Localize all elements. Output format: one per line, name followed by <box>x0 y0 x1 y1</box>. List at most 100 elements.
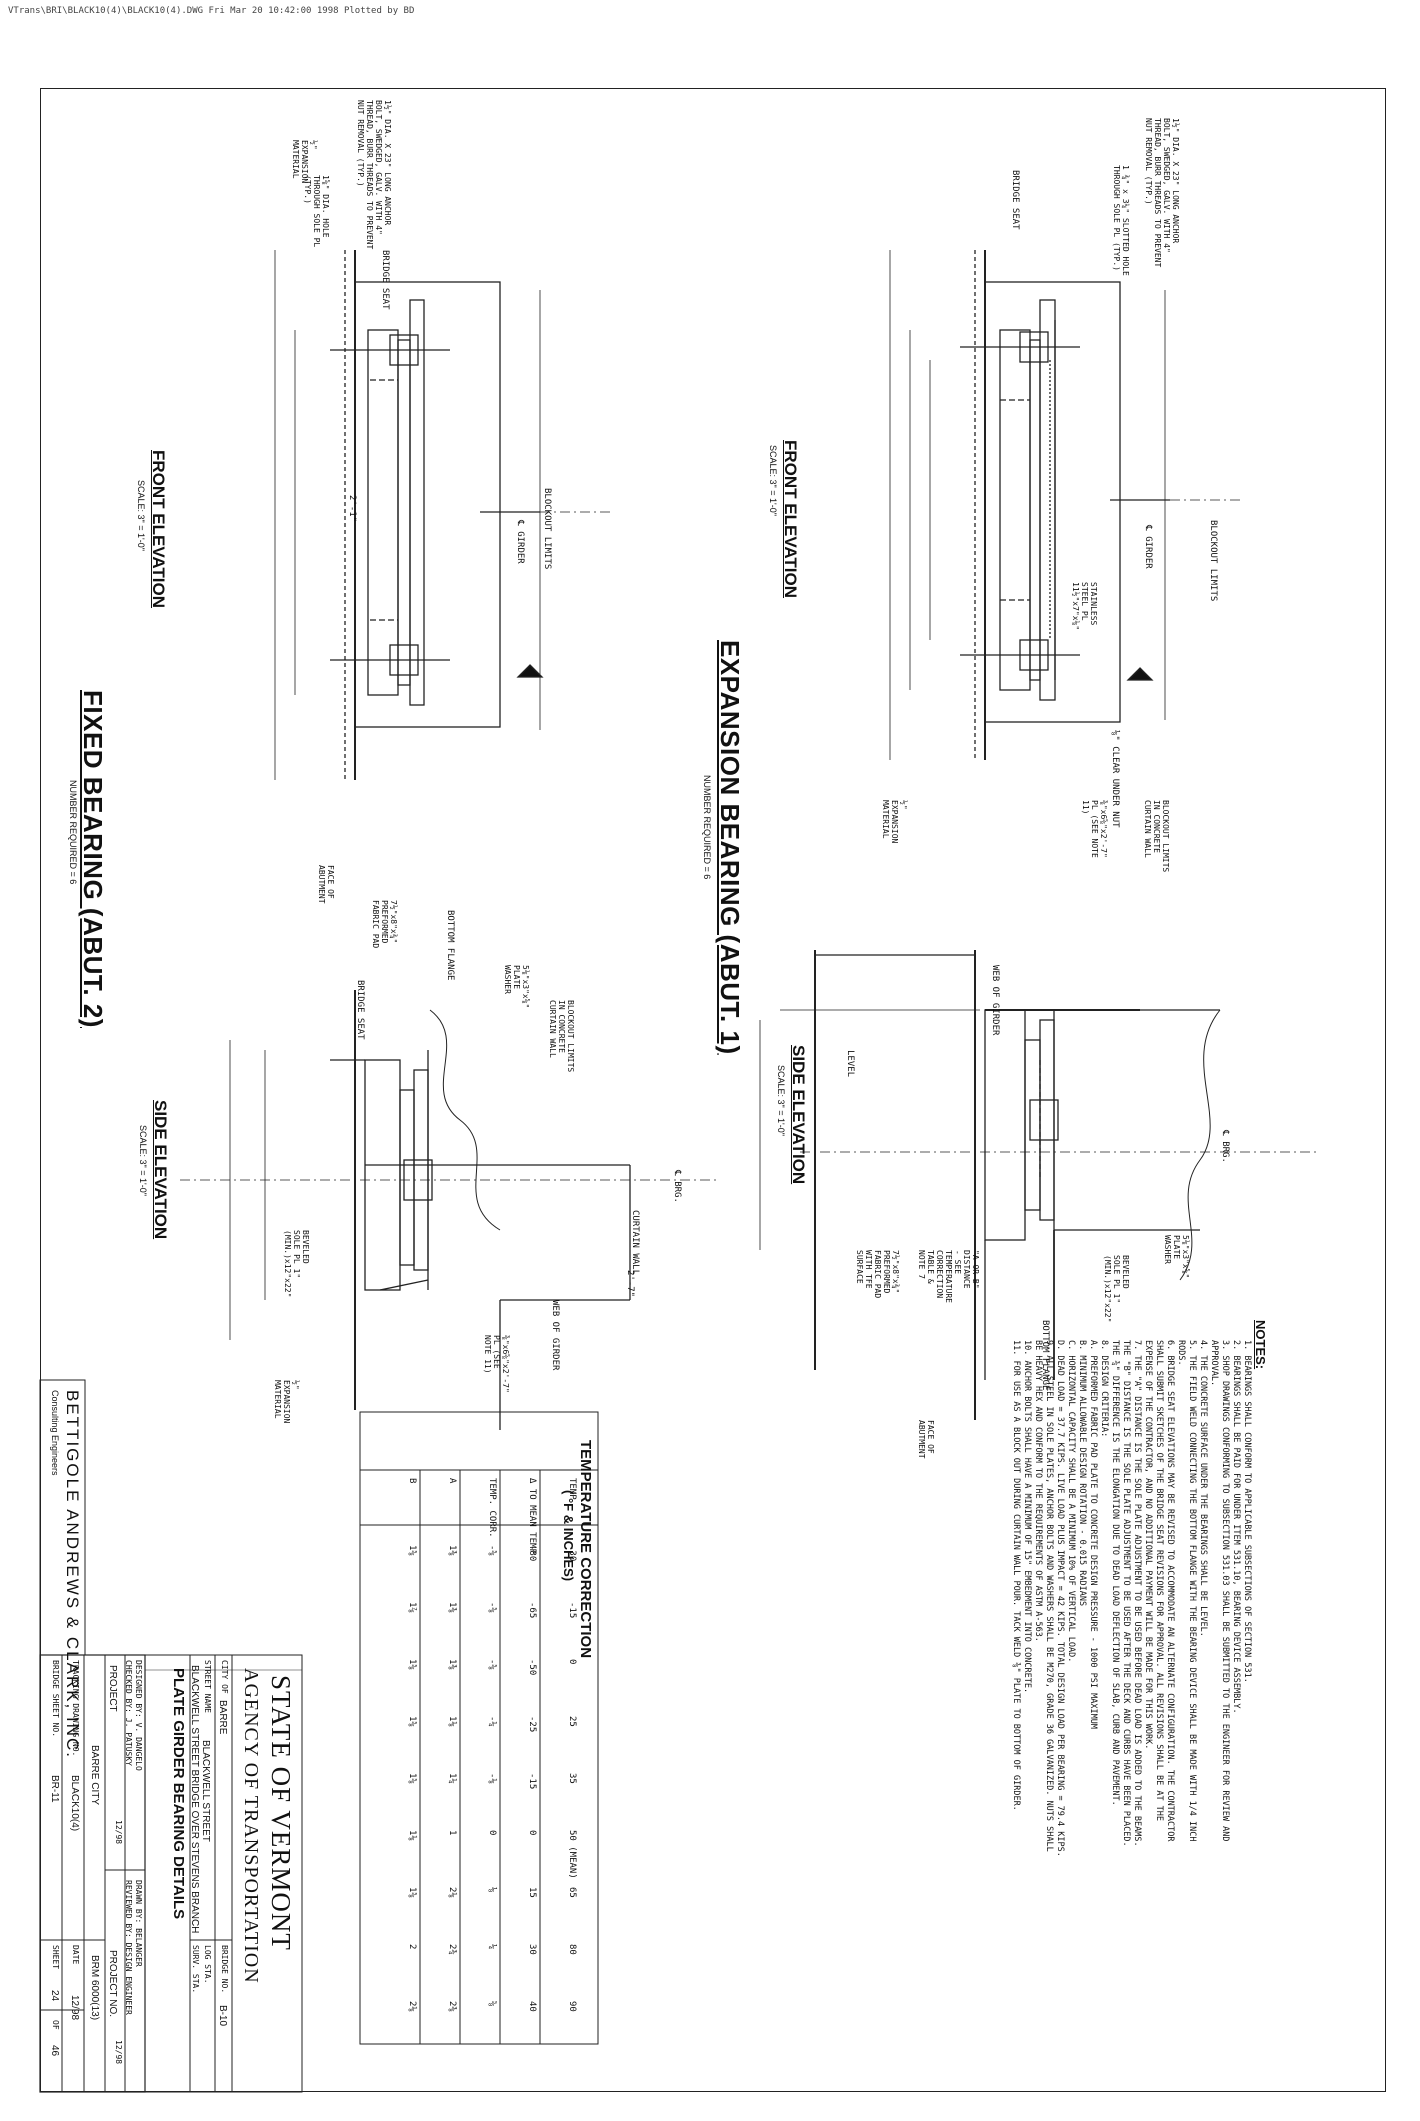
temp-table-header: Δ TO MEAN TEMP <box>527 1478 537 1554</box>
temp-table-cell: -⅝ <box>487 1659 497 1670</box>
expansion-blockout: BLOCKOUT LIMITS <box>1208 520 1218 602</box>
date-label: DATE <box>71 1945 80 1965</box>
temp-table-cell: 30 <box>527 1944 537 1955</box>
temp-table-cell: 1⅝ <box>407 1773 417 1784</box>
temp-table-cell: 1⅜ <box>447 1545 457 1556</box>
temp-table-cell: 0 <box>527 1830 537 1836</box>
temp-table-cell: 1 <box>447 1830 457 1836</box>
note-10: 10. ANCHOR BOLTS SHALL HAVE A MINIMUM OF… <box>1022 1340 1032 1694</box>
temp-table-cell: ⅛ <box>487 1887 497 1893</box>
expansion-slotted-note: 1 ¾" x 3¼" SLOTTED HOLE THROUGH SOLE PL … <box>1112 165 1130 276</box>
temp-table-header: A <box>447 1478 457 1484</box>
plot-header: VTrans\BRI\BLACK10(4)\BLACK10(4).DWG Fri… <box>8 6 415 16</box>
temp-table-cell: ¼ <box>487 1944 497 1950</box>
fixed-web-girder: WEB OF GIRDER <box>550 1300 560 1371</box>
temp-table-header: B <box>407 1478 417 1484</box>
temp-table-cell: 1⅛ <box>447 1716 457 1727</box>
temp-table-title: TEMPERATURE CORRECTION <box>577 1440 594 1659</box>
sheet-of: OF <box>51 2020 60 2030</box>
expansion-front-elevation-scale: SCALE: 3" = 1'-0" <box>768 445 778 516</box>
expansion-material: ½" EXPANSION MATERIAL <box>881 800 908 844</box>
firm-subtitle: Consulting Engineers <box>50 1390 60 1476</box>
fixed-note11-plate: ⅜"x6⅝"x2'-7" PL (SEE NOTE 11) <box>483 1335 510 1393</box>
agency-title: AGENCY OF TRANSPORTATION <box>240 1668 262 1984</box>
bridge-sheet-value: BR-11 <box>49 1775 60 1803</box>
street-label: STREET NAME <box>203 1660 212 1713</box>
fixed-side-elevation-geometry <box>229 990 631 1430</box>
reviewed-by: REVIEWED BY: DESIGN ENGINEER <box>124 1880 133 2015</box>
expansion-plate-washer: 5⅛"x3"x⅝" PLATE WASHER <box>1163 1235 1190 1279</box>
expansion-web-girder: WEB OF GIRDER <box>990 965 1000 1036</box>
temp-table-cell: 2⅛ <box>407 2001 417 2012</box>
temp-table-subtitle: ( °F & INCHES) <box>561 1490 576 1582</box>
temp-table-cell: 1⅜ <box>447 1602 457 1613</box>
temp-table-cell: 2⅛ <box>447 1887 457 1898</box>
fixed-bridge-seat-side: BRIDGE SEAT <box>355 980 365 1040</box>
firm-block-grid <box>39 1379 86 1656</box>
temp-table-cell: -⅝ <box>487 1602 497 1613</box>
temp-table-cell: -80 <box>527 1545 537 1562</box>
street-value: BLACKWELL STREET <box>200 1740 211 1842</box>
temp-table-cell: 80 <box>567 1944 577 1955</box>
expansion-side-elevation-scale: SCALE: 3" = 1'-0" <box>776 1065 786 1136</box>
temp-table-cell: 50 (MEAN) <box>567 1830 577 1879</box>
note-8b: B. MINIMUM ALLOWABLE DESIGN ROTATION - 0… <box>1077 1340 1087 1607</box>
fixed-blockout-curtain: BLOCKOUT LIMITS IN CONCRETE CURTAIN WALL <box>548 1000 575 1073</box>
temp-table-cell: 2 <box>407 1944 417 1950</box>
fixed-side-elevation-title: SIDE ELEVATION <box>151 1100 170 1240</box>
temp-table-cell: 2¾ <box>447 1944 457 1955</box>
temp-table-cell: 1⅝ <box>407 1545 417 1556</box>
fixed-side-elevation-scale: SCALE: 3" = 1'-0" <box>138 1125 148 1196</box>
fixed-bridge-seat: BRIDGE SEAT <box>380 250 390 310</box>
note-4: 4. THE CONCRETE SURFACE UNDER THE BEARIN… <box>1198 1340 1208 1637</box>
temp-table-cell: -⅝ <box>487 1545 497 1556</box>
note-11: 11. FOR USE AS A BLOCK OUT DURING CURTAI… <box>1011 1340 1021 1811</box>
date-2: 12/98 <box>114 2040 123 2065</box>
project-value: BARRE CITY <box>89 1745 100 1806</box>
date-value: 12/98 <box>69 1995 80 2021</box>
temp-table-cell: 0 <box>487 1830 497 1836</box>
project-label: PROJECT <box>107 1665 118 1712</box>
fixed-girder-cl: ℄ GIRDER <box>515 520 525 564</box>
fixed-dim-2-7: 2'-7" <box>625 1270 635 1298</box>
fixed-exp-material-side: ½" EXPANSION MATERIAL <box>273 1380 300 1424</box>
title-block-grid <box>39 1654 303 2093</box>
temp-table-cell: -30 <box>567 1545 577 1562</box>
sheet-label: SHEET <box>51 1945 60 1970</box>
sheet-number: 24 <box>49 1990 60 2002</box>
expansion-a-or-b: "A OR B" DISTANCE - SEE TEMPERATURE CORR… <box>917 1250 980 1303</box>
project-description: BLACKWELL STREET BRIDGE OVER STEVENS BRA… <box>189 1665 200 1934</box>
temp-table-cell: -25 <box>527 1716 537 1733</box>
temp-table-cell: 1¼ <box>447 1773 457 1784</box>
bridge-no-value: B-10 <box>217 2005 228 2027</box>
temp-table-cell: 25 <box>567 1716 577 1727</box>
fixed-pad: 7½"x8"x¾" PREFORMED FABRIC PAD <box>371 900 398 949</box>
designed-by: DESIGNED BY: V. DANGELO <box>134 1660 143 1771</box>
fixed-hole-note: 1⅝" DIA. HOLE THROUGH SOLE PL (TYP.) <box>303 175 330 248</box>
checked-by: CHECKED BY: J. PATUSKY <box>124 1660 133 1766</box>
fixed-bottom-flange: BOTTOM FLANGE <box>445 910 455 981</box>
temp-table-cell: -50 <box>527 1659 537 1676</box>
temp-table-cell: 90 <box>567 2001 577 2012</box>
expansion-bearing-required: NUMBER REQUIRED = 6 <box>702 775 712 880</box>
temp-table-cell: ⅝ <box>487 2001 497 2007</box>
temperature-table-grid <box>359 1411 599 2045</box>
temp-table-cell: 1⅜ <box>447 1659 457 1670</box>
sheet-border <box>40 88 1386 2092</box>
note-2: 2. BEARINGS SHALL BE PAID FOR UNDER ITEM… <box>1231 1340 1241 1714</box>
expansion-side-elevation-geometry <box>759 950 1221 1420</box>
note-8: 8. DESIGN CRITERIA: <box>1099 1340 1109 1438</box>
city-value: BARRE <box>217 1700 228 1735</box>
temp-table-cell: -¼ <box>487 1716 497 1727</box>
temp-table-cell: -⅛ <box>487 1773 497 1784</box>
fixed-blockout: BLOCKOUT LIMITS <box>542 488 552 570</box>
fixed-plate-washer: 5⅛"x3"x⅝" PLATE WASHER <box>503 965 530 1009</box>
fixed-front-elevation-title: FRONT ELEVATION <box>149 450 168 609</box>
temp-table-cell: 1⅛ <box>407 1830 417 1841</box>
state-title: STATE OF VERMONT <box>266 1675 296 1951</box>
expansion-clear-nut: ⅛" CLEAR UNDER NUT <box>1110 730 1120 828</box>
project-no-value: BRM 6000(13) <box>89 1955 100 2021</box>
expansion-bearing-title: EXPANSION BEARING (ABUT. 1) <box>715 640 745 1055</box>
expansion-anchor-note: 1½" DIA. X 23" LONG ANCHOR BOLT, SWEDGED… <box>1144 118 1180 268</box>
